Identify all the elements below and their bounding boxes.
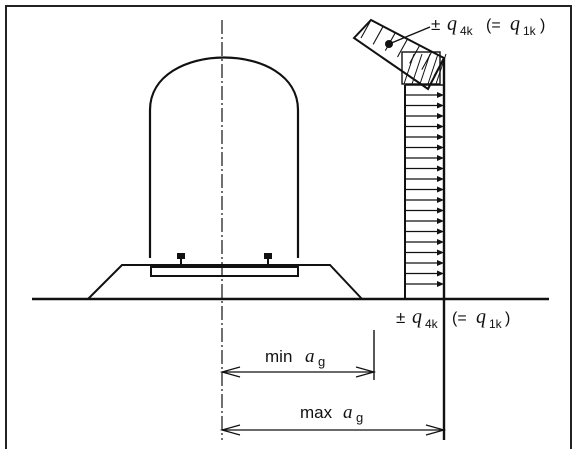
load-arrowhead-icon [437, 102, 444, 109]
top-load-pm: ± [431, 15, 440, 34]
min-ag-sub: g [318, 354, 325, 369]
load-arrowhead-icon [437, 92, 444, 98]
max-ag-arrow-left-icon [219, 424, 241, 436]
load-arrowhead-icon [437, 260, 444, 266]
hatch-line [411, 53, 423, 85]
load-arrowhead-icon [437, 218, 444, 224]
inclined-load-arrow [372, 26, 384, 45]
bottom-load-sub-1k: 1k [489, 317, 503, 331]
min-ag-arrow-left-icon [219, 366, 241, 378]
top-load-sub-4k: 4k [460, 24, 474, 38]
rail-left [177, 253, 185, 267]
bottom-load-pm: ± [396, 308, 405, 327]
load-arrowhead-icon [437, 281, 444, 287]
bottom-load-paren-open: (= [452, 310, 467, 327]
top-load-label: ± q 4k (= q 1k ) [431, 13, 545, 38]
max-ag-dimension: max a g [219, 402, 447, 436]
top-load-paren-close: ) [540, 17, 545, 34]
ballast-bed [87, 264, 363, 300]
load-arrowhead-icon [437, 176, 444, 182]
track-sleeper [150, 266, 299, 277]
load-arrowhead-icon [437, 186, 444, 193]
inclined-load-arrow [433, 57, 445, 77]
load-arrowhead-icon [437, 239, 444, 245]
load-arrowhead-icon [437, 228, 444, 235]
min-ag-prefix: min [265, 347, 292, 366]
inclined-load-block [352, 18, 447, 91]
top-load-q: q [447, 13, 457, 35]
bottom-load-sub-4k: 4k [425, 317, 439, 331]
load-arrowhead-icon [437, 113, 444, 119]
load-arrowhead-icon [437, 155, 444, 161]
load-marker-dot [385, 40, 393, 48]
min-ag-a: a [305, 346, 315, 367]
max-ag-arrow-right-icon [425, 424, 447, 436]
load-arrows [405, 92, 444, 287]
max-ag-prefix: max [300, 403, 333, 422]
max-ag-sub: g [356, 410, 363, 425]
load-arrowhead-icon [437, 197, 444, 203]
load-arrowhead-icon [437, 144, 444, 151]
hatch-line [427, 53, 439, 85]
min-ag-arrow-right-icon [355, 366, 377, 378]
hatch-line [419, 53, 431, 85]
hatch-line [435, 53, 447, 85]
load-leader-line [388, 26, 431, 45]
load-arrowhead-icon [437, 270, 444, 277]
load-arrowhead-icon [437, 165, 444, 172]
inclined-load-arrow [397, 38, 408, 58]
bottom-load-q2: q [476, 306, 486, 328]
inclined-load-arrow [409, 45, 421, 64]
load-arrowhead-icon [437, 249, 444, 256]
bottom-load-q: q [412, 306, 422, 328]
load-arrowhead-icon [437, 207, 444, 214]
inclined-load-arrow [360, 19, 372, 39]
max-ag-a: a [343, 402, 353, 423]
hatch-line [403, 53, 415, 85]
top-load-paren-open: (= [486, 17, 501, 34]
top-load-q2: q [510, 13, 520, 35]
load-arrowhead-icon [437, 134, 444, 140]
min-ag-dimension: min a g [219, 330, 377, 380]
vehicle-gauge-outline [148, 56, 300, 258]
bottom-load-label: ± q 4k (= q 1k ) [396, 306, 510, 331]
rail-right [264, 253, 272, 267]
load-arrowhead-icon [437, 123, 444, 130]
bottom-load-paren-close: ) [505, 310, 510, 327]
top-load-sub-1k: 1k [523, 24, 537, 38]
diagram-border [5, 5, 572, 449]
